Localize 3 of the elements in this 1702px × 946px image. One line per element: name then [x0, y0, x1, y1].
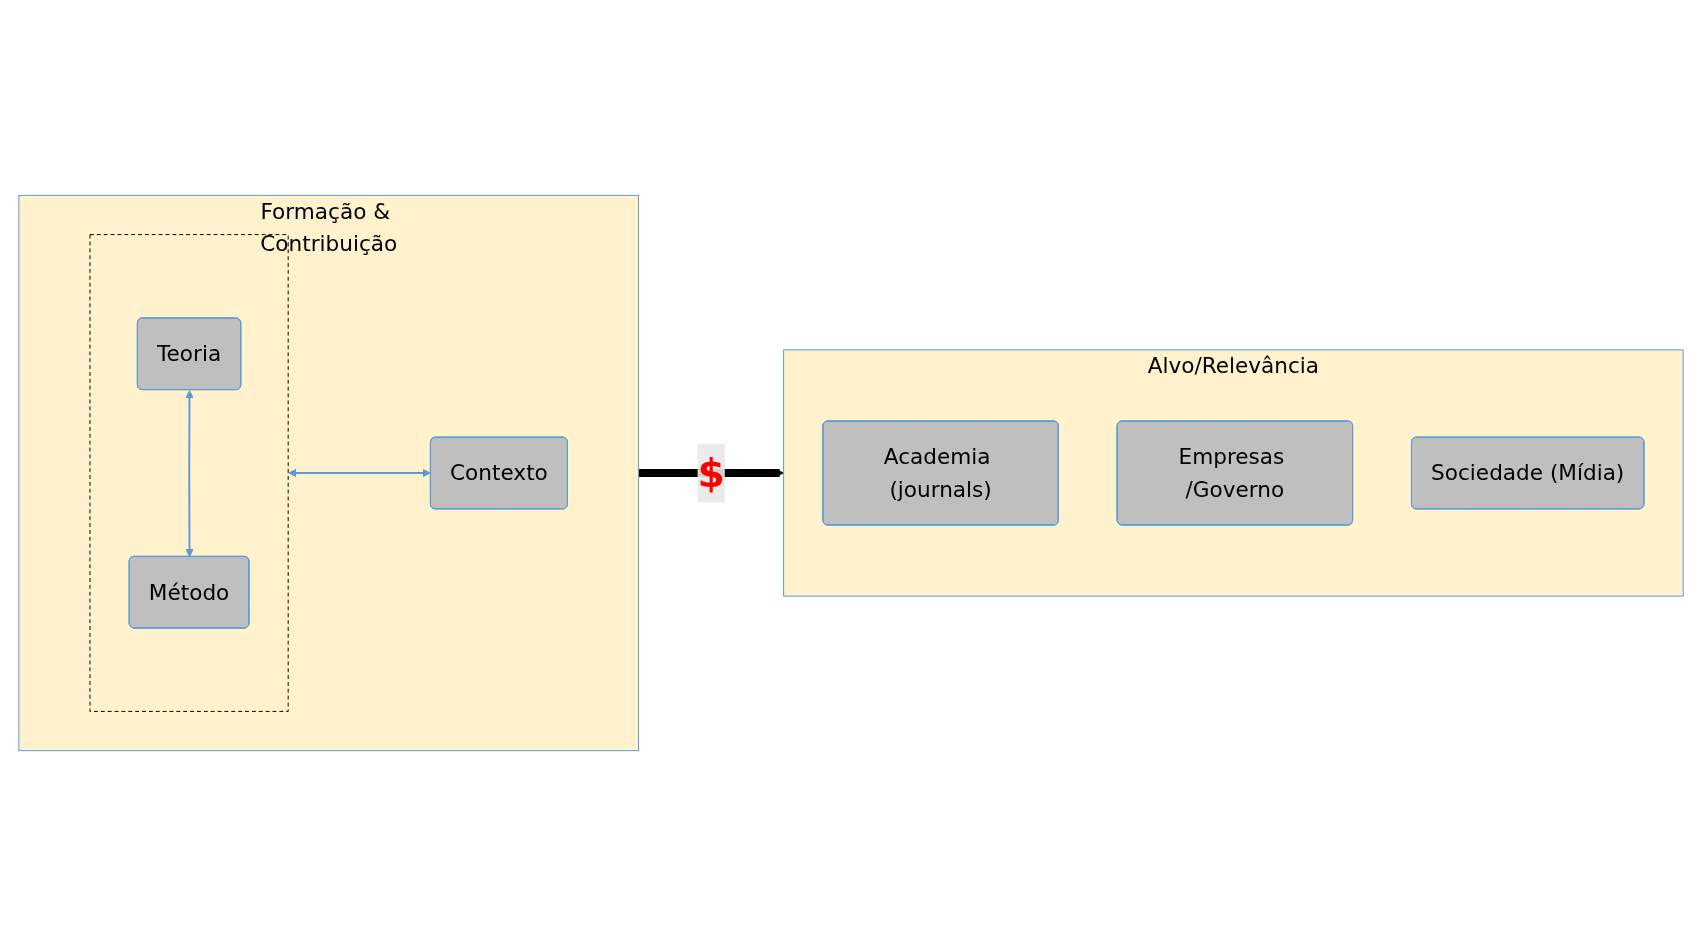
arrow: [185, 390, 194, 558]
arrow: [288, 468, 431, 478]
edge-label: $: [697, 450, 725, 496]
